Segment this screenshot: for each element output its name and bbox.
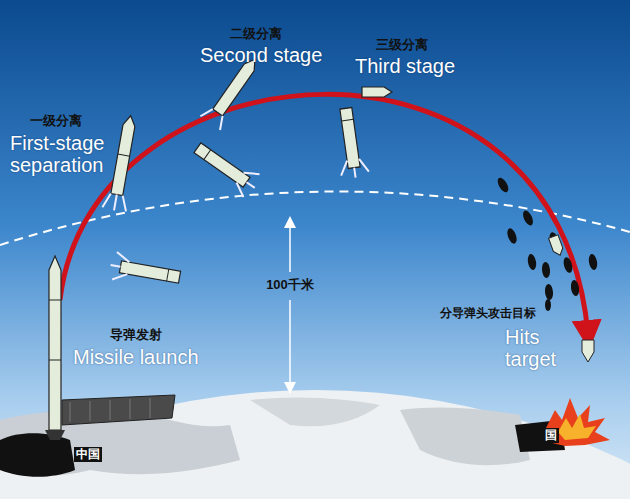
stage-label-zh: 二级分离 <box>230 27 282 41</box>
launch-label: Missile launch <box>73 346 199 368</box>
target-label: Hits target <box>505 326 575 370</box>
stage-label: Second stage <box>200 44 322 66</box>
altitude-label: 100千米 <box>266 278 314 292</box>
country-label: 国 <box>543 428 559 443</box>
stage-label: Third stage <box>355 55 455 77</box>
launch-label-zh: 导弹发射 <box>110 328 162 342</box>
target-label-zh: 分导弹头攻击目标 <box>440 307 536 320</box>
stage-label-zh: 三级分离 <box>376 38 428 52</box>
stage-label-zh: 一级分离 <box>30 114 82 128</box>
stage-label: First-stage separation <box>10 132 140 176</box>
country-label: 中国 <box>74 447 102 462</box>
